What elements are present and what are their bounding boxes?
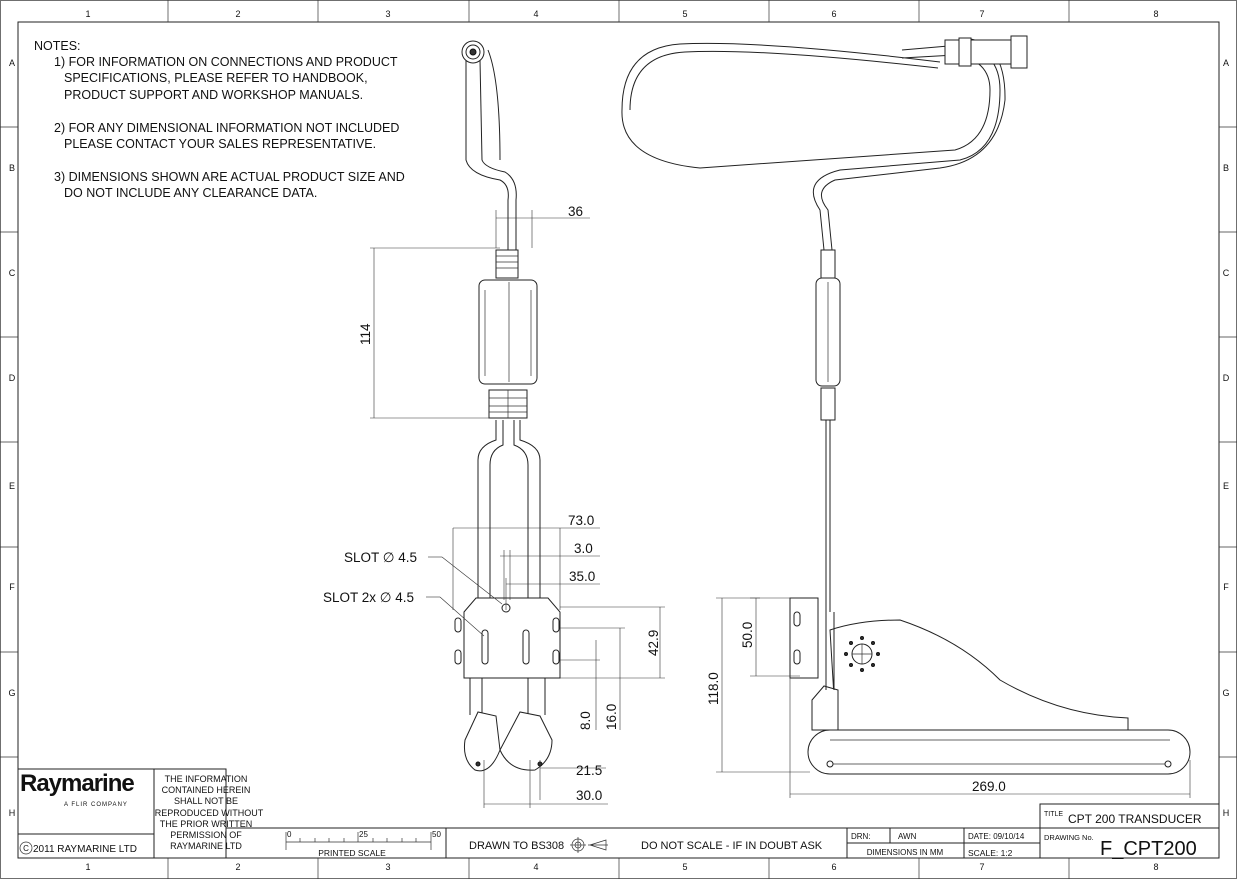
front-view: 36 114 73.0 3.0 35.0 42.9 8.0 16.0 21.5 … [323,40,665,808]
note-line: 1) FOR INFORMATION ON CONNECTIONS AND PR… [54,55,398,69]
col-label: 7 [979,9,984,19]
row-label: E [9,481,15,491]
confidential-line: SHALL NOT BE [174,796,238,806]
date: DATE: 09/10/14 [968,832,1025,841]
col-label: 2 [235,9,240,19]
confidential-line: RAYMARINE LTD [170,841,242,851]
confidential-line: PERMISSION OF [170,830,242,840]
dim-21-5: 21.5 [576,763,602,778]
row-label: C [9,268,16,278]
row-label: D [1223,373,1230,383]
inner-border [17,21,1220,859]
dim-114: 114 [358,323,373,345]
col-label: 7 [979,862,984,872]
slot-label: SLOT ∅ 4.5 [344,550,417,565]
row-label: D [9,373,16,383]
raymarine-logo-sub: A FLIR COMPANY [64,802,128,808]
dimensions-in: DIMENSIONS IN MM [867,848,944,857]
col-label: 4 [533,9,538,19]
dim-16: 16.0 [604,704,619,730]
dim-73: 73.0 [568,513,594,528]
raymarine-logo: Raymarine [20,770,134,797]
note-line: 2) FOR ANY DIMENSIONAL INFORMATION NOT I… [54,121,399,135]
dim-269: 269.0 [972,779,1006,794]
col-label: 4 [533,862,538,872]
col-label: 3 [385,9,390,19]
confidential-line: THE PRIOR WRITTEN [160,819,253,829]
row-label: F [9,582,15,592]
dim-36: 36 [568,204,583,219]
note-line: DO NOT INCLUDE ANY CLEARANCE DATA. [64,186,317,200]
note-line: PLEASE CONTACT YOUR SALES REPRESENTATIVE… [64,137,376,151]
row-label: A [1223,58,1229,68]
scale-tick: 25 [359,830,368,839]
row-label: B [1223,163,1229,173]
drn-value: AWN [898,832,917,841]
copyright: 2011 RAYMARINE LTD [33,844,137,855]
drn-label: DRN: [851,832,871,841]
col-label: 1 [85,862,90,872]
row-label: G [8,688,15,698]
drawn-to: DRAWN TO BS308 [469,840,564,852]
title-block: Raymarine A FLIR COMPANY C 2011 RAYMARIN… [18,768,1219,860]
dim-3: 3.0 [574,541,593,556]
note-line: SPECIFICATIONS, PLEASE REFER TO HANDBOOK… [64,71,368,85]
scale-tick: 0 [287,830,292,839]
confidential-line: CONTAINED HEREIN [162,785,251,795]
col-label: 1 [85,9,90,19]
note-line: 3) DIMENSIONS SHOWN ARE ACTUAL PRODUCT S… [54,170,405,184]
dim-30: 30.0 [576,788,602,803]
row-label: C [1223,268,1230,278]
confidential-line: THE INFORMATION [165,774,248,784]
copyright-symbol: C [23,844,29,853]
dim-50: 50.0 [740,622,755,648]
dim-118: 118.0 [706,672,721,705]
drawing-title: CPT 200 TRANSDUCER [1068,812,1202,826]
row-label: G [1222,688,1229,698]
slot-2x-label: SLOT 2x ∅ 4.5 [323,590,414,605]
col-label: 2 [235,862,240,872]
col-label: 6 [831,9,836,19]
drawing-no-label: DRAWING No. [1044,833,1094,842]
printed-scale: 0 25 50 PRINTED SCALE [285,830,441,858]
confidential-line: REPRODUCED WITHOUT [155,808,264,818]
col-label: 8 [1153,9,1158,19]
row-label: F [1223,582,1229,592]
side-view: 50.0 118.0 269.0 [621,35,1191,798]
copyright-icon [19,841,33,855]
title-label: TITLE [1044,811,1063,818]
col-label: 5 [682,9,687,19]
dim-8: 8.0 [578,711,593,730]
note-line: PRODUCT SUPPORT AND WORKSHOP MANUALS. [64,88,363,102]
col-label: 5 [682,862,687,872]
dim-35: 35.0 [569,569,595,584]
projection-symbol-icon [570,837,608,853]
row-label: B [9,163,15,173]
drawing-number: F_CPT200 [1100,838,1197,860]
col-label: 6 [831,862,836,872]
notes: NOTES: 1) FOR INFORMATION ON CONNECTIONS… [34,39,405,200]
dim-42-9: 42.9 [646,630,661,656]
col-label: 8 [1153,862,1158,872]
printed-scale-label: PRINTED SCALE [318,848,386,858]
row-label: H [9,808,16,818]
notes-heading: NOTES: [34,39,81,53]
row-label: H [1223,808,1230,818]
col-label: 3 [385,862,390,872]
row-label: E [1223,481,1229,491]
scale: SCALE: 1:2 [968,848,1013,858]
scale-tick: 50 [432,830,441,839]
do-not-scale: DO NOT SCALE - IF IN DOUBT ASK [641,840,823,852]
row-label: A [9,58,15,68]
